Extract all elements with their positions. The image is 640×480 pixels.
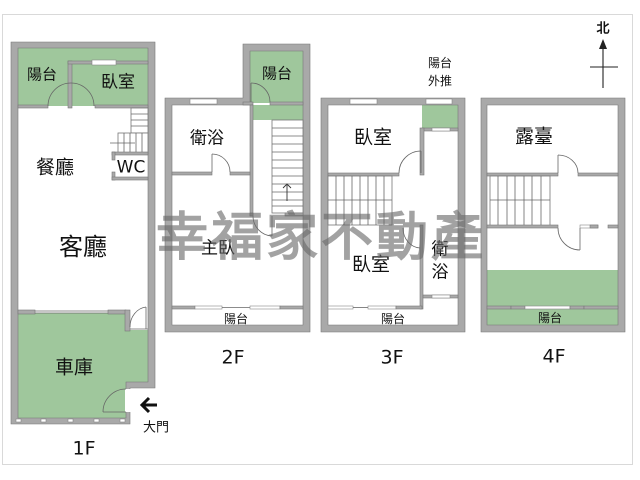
floor-3-front-bedroom-label: 臥室 <box>353 126 393 149</box>
floor-4-outer-wall <box>480 97 626 333</box>
main-door-opening <box>125 389 131 412</box>
garage-label: 車庫 <box>54 356 94 379</box>
floor-1-double-door-swing <box>47 82 95 107</box>
floor-2-bath-window <box>189 98 218 105</box>
north-label: 北 <box>596 21 610 37</box>
living-room-label: 客廳 <box>59 233 107 261</box>
floor-1-partition-wall <box>67 60 73 109</box>
floor-1-title: 1F <box>72 437 96 460</box>
floor-1-bedroom-window <box>91 59 117 66</box>
floor-3-plan <box>320 97 466 333</box>
floor-1-balcony-label: 陽台 <box>26 65 58 84</box>
floor-4-balcony-divider <box>486 305 619 310</box>
floor-2-balcony-label: 陽台 <box>223 312 249 326</box>
floor-3-bathroom-label-char1: 衛 <box>431 239 449 260</box>
floor-4-plan <box>480 97 626 333</box>
master-bedroom-label: 主臥 <box>201 238 235 259</box>
terrace-label: 露臺 <box>514 125 554 148</box>
floor-2-balcony-divider <box>171 305 304 310</box>
floor-4-stairs <box>489 175 551 227</box>
floor-3-balcony-note-line2: 外推 <box>427 74 453 88</box>
floor-4-title: 4F <box>542 345 566 368</box>
floor-2-stairs <box>271 119 304 214</box>
floor-2-bathroom-label: 衛浴 <box>190 128 224 149</box>
floor-2-plan <box>164 43 311 333</box>
floor-3-rear-bedroom-label: 臥室 <box>351 253 391 276</box>
image-frame <box>2 14 633 465</box>
floor-1-balcony-bedroom-zone <box>18 48 148 106</box>
floor-3-balcony-divider <box>327 305 423 310</box>
floor-1-plan <box>10 41 157 425</box>
arrow-left-icon <box>139 396 157 414</box>
floor-1-stairs <box>110 107 149 154</box>
floor-3-balcony-label: 陽台 <box>380 312 406 326</box>
floor-1-outer-wall <box>10 41 156 425</box>
dining-room-label: 餐廳 <box>35 156 75 179</box>
floor-2-title: 2F <box>221 346 245 369</box>
floor-3-title: 3F <box>380 346 404 369</box>
terrace-door-swing <box>557 154 579 174</box>
floor-1-bedroom-label: 臥室 <box>101 72 135 93</box>
floor-2-bath-door-swing <box>211 153 231 173</box>
north-arrow-icon <box>590 39 618 88</box>
floor-1-wc-walls <box>111 151 149 181</box>
floor-3-stairs <box>327 175 393 226</box>
floor-4-balcony-label: 陽台 <box>537 311 563 325</box>
wc-label: WC <box>116 157 146 178</box>
main-entrance-label: 大門 <box>142 420 170 436</box>
floor-2-top-balcony-label: 陽台 <box>261 64 293 83</box>
floor-3-balcony-note-line1: 陽台 <box>427 56 453 70</box>
floor-3-bathroom-label-char2: 浴 <box>431 262 449 283</box>
main-door-swing <box>102 388 127 413</box>
floor-3-outer-wall <box>320 97 466 333</box>
garage-inner-door-swing <box>129 306 147 328</box>
